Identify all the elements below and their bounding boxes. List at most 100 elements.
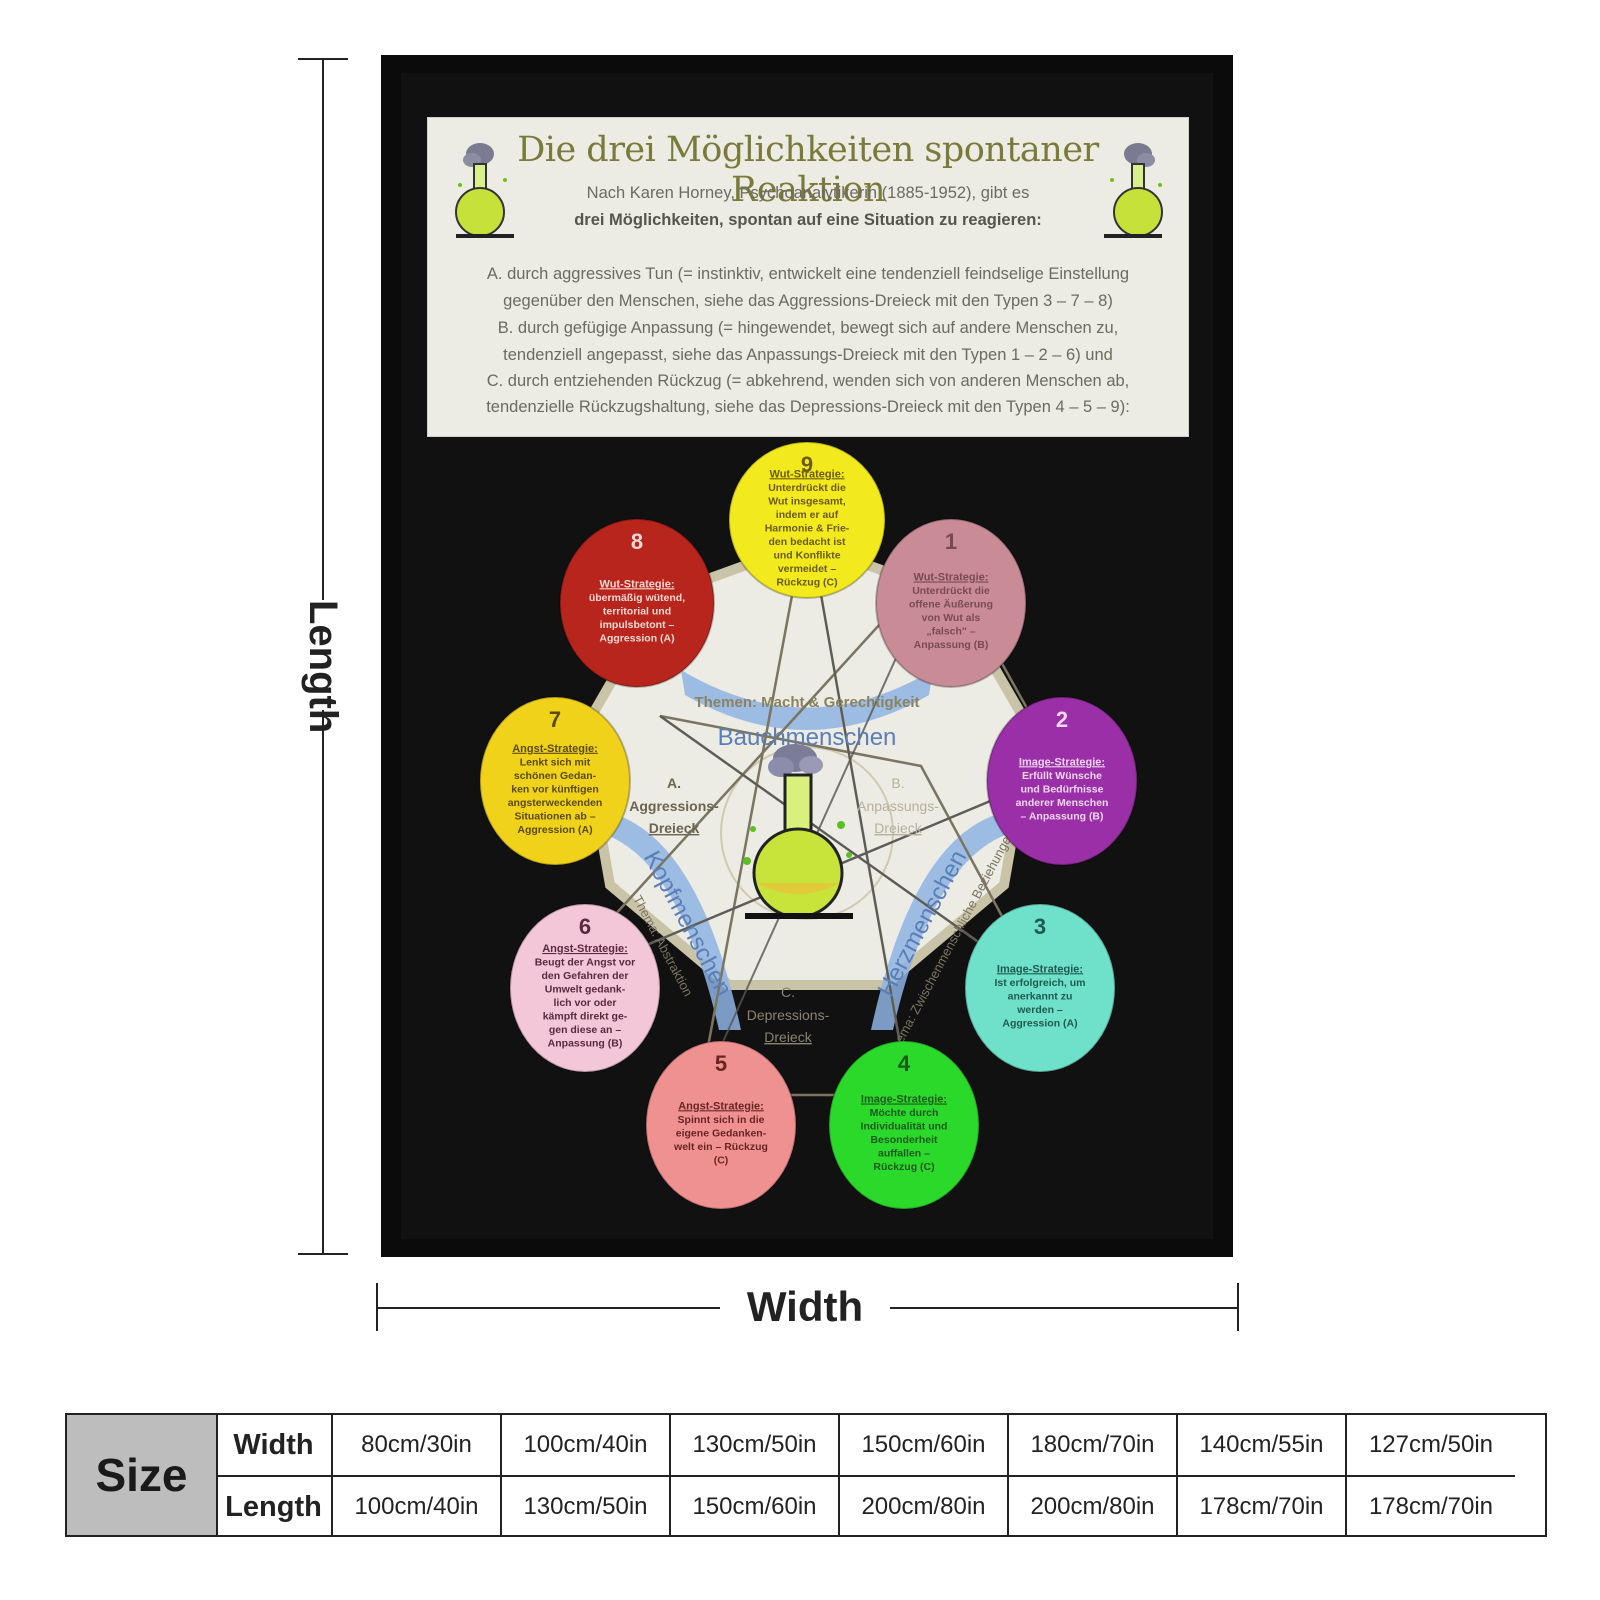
type-strategy-line: Aggression (A) (1002, 1017, 1077, 1029)
type-strategy-line: Beugt der Angst vor (535, 957, 636, 969)
type-4-disc (828, 1040, 980, 1210)
triangle-c-letter: C. (781, 984, 795, 1000)
type-9-disc (728, 441, 886, 599)
type-strategy-heading: Image-Strategie: (1019, 756, 1105, 768)
width-cell: 127cm/50in (1368, 1431, 1494, 1458)
length-cell: 200cm/80in (1009, 1475, 1178, 1535)
poster-line-3: B. durch gefügige Anpassung (= hingewend… (497, 319, 1119, 337)
poster-line-6: tendenzielle Rückzugshaltung, siehe das … (486, 398, 1130, 416)
width-label: Width (720, 1282, 890, 1332)
type-strategy-line: Situationen ab – (514, 810, 595, 822)
poster-intro-2: drei Möglichkeiten, spontan auf eine Sit… (574, 211, 1042, 229)
type-7-disc (479, 696, 631, 866)
type-strategy-heading: Angst-Strategie: (512, 743, 598, 755)
type-strategy-line: Unterdrückt die (912, 585, 990, 597)
type-number: 9 (801, 452, 813, 477)
center-flask-icon (743, 744, 853, 919)
themen-top-label: Themen: Macht & Gerechtigkeit (694, 694, 919, 711)
type-strategy-line: Rückzug (C) (873, 1161, 934, 1173)
triangle-a-letter: A. (667, 775, 681, 791)
type-strategy-line: – Anpassung (B) (1020, 810, 1103, 822)
type-strategy-heading: Wut-Strategie: (914, 572, 989, 584)
type-number: 3 (1034, 914, 1046, 939)
type-strategy-line: Besonderheit (870, 1134, 938, 1146)
type-strategy-line: offene Äußerung (909, 598, 993, 611)
type-number: 1 (945, 529, 957, 554)
poster-line-5: C. durch entziehenden Rückzug (= abkehre… (486, 372, 1130, 390)
type-strategy-heading: Image-Strategie: (861, 1094, 947, 1106)
type-strategy-line: Unterdrückt die (768, 482, 846, 494)
type-strategy-line: (C) (714, 1154, 729, 1166)
kopf-arc (607, 815, 741, 1030)
type-strategy-heading: Angst-Strategie: (678, 1100, 764, 1112)
type-number: 7 (549, 707, 561, 732)
enneagram-diagram: Themen: Macht & Gerechtigkeit Bauchmensc… (479, 441, 1138, 1210)
length-marker-bottom (298, 1253, 348, 1255)
type-strategy-line: Möchte durch (870, 1107, 939, 1119)
triangle-b-line-2: Dreieck (874, 820, 922, 836)
type-5-disc (645, 1040, 797, 1210)
type-strategy-line: impulsbetont – (600, 619, 675, 631)
width-cell: 130cm/50in (671, 1415, 840, 1475)
type-strategy-line: vermeidet – (778, 563, 837, 575)
type-strategy-line: Wut insgesamt, (768, 495, 845, 507)
type-strategy-line: den bedacht ist (768, 536, 846, 548)
triangle-b-letter: B. (891, 775, 904, 791)
type-number: 4 (898, 1051, 911, 1076)
width-cell: 80cm/30in (333, 1415, 502, 1475)
type-strategy-line: lich vor oder (553, 997, 616, 1009)
poster-line-1: A. durch aggressives Tun (= instinktiv, … (486, 265, 1130, 283)
type-6-disc (509, 903, 661, 1073)
type-strategy-line: welt ein – Rückzug (673, 1141, 768, 1153)
length-cell: 150cm/60in (671, 1475, 840, 1535)
triangle-c-line-2: Dreieck (764, 1029, 812, 1045)
type-strategy-line: Harmonie & Frie- (765, 522, 850, 534)
poster-line-4: tendenziell angepasst, siehe das Anpassu… (503, 346, 1113, 364)
width-marker-right (1237, 1283, 1239, 1331)
length-cell: 130cm/50in (502, 1475, 671, 1535)
triangle-a-line-2: Dreieck (649, 820, 700, 836)
width-cell: 140cm/55in (1178, 1415, 1347, 1475)
type-strategy-heading: Image-Strategie: (997, 963, 1083, 975)
type-strategy-line: übermäßig wütend, (589, 592, 685, 604)
type-strategy-line: Spinnt sich in die (678, 1114, 765, 1126)
length-cell: 178cm/70in (1178, 1475, 1347, 1535)
type-number: 6 (579, 914, 591, 939)
type-strategy-line: von Wut als (922, 612, 981, 624)
type-2-disc (986, 696, 1138, 866)
poster-line-2: gegenüber den Menschen, siehe das Aggres… (503, 292, 1113, 310)
type-strategy-line: und Konflikte (773, 549, 840, 561)
length-cell: 178cm/70in (1347, 1475, 1515, 1535)
type-strategy-line: anerkannt zu (1008, 990, 1073, 1002)
triangle-a-line-1: Aggressions- (629, 798, 719, 814)
type-strategy-line: ken vor künftigen (511, 783, 599, 795)
type-strategy-heading: Angst-Strategie: (542, 943, 628, 955)
type-strategy-heading: Wut-Strategie: (600, 578, 675, 590)
type-strategy-line: Aggression (A) (599, 632, 674, 644)
type-strategy-heading: Wut-Strategie: (770, 468, 845, 480)
type-strategy-line: Ist erfolgreich, um (994, 977, 1085, 989)
width-row-label: Width (216, 1415, 333, 1475)
type-strategy-line: angsterweckenden (508, 797, 603, 809)
type-strategy-line: schönen Gedan- (514, 770, 597, 782)
type-strategy-line: Lenkt sich mit (520, 756, 591, 768)
length-cell: 200cm/80in (840, 1475, 1009, 1535)
triangle-c-line-1: Depressions- (747, 1007, 830, 1023)
width-cell: 180cm/70in (1009, 1415, 1178, 1475)
type-1-disc (875, 518, 1027, 688)
type-strategy-line: Individualität und (861, 1121, 948, 1133)
poster-title: Die drei Möglichkeiten spontaner Reaktio… (517, 130, 1099, 210)
type-strategy-line: anderer Menschen (1016, 797, 1109, 809)
type-strategy-line: und Bedürfnisse (1021, 783, 1104, 795)
length-label: Length (298, 600, 348, 733)
type-strategy-line: den Gefahren der (542, 970, 629, 982)
type-strategy-line: auffallen – (878, 1148, 930, 1160)
